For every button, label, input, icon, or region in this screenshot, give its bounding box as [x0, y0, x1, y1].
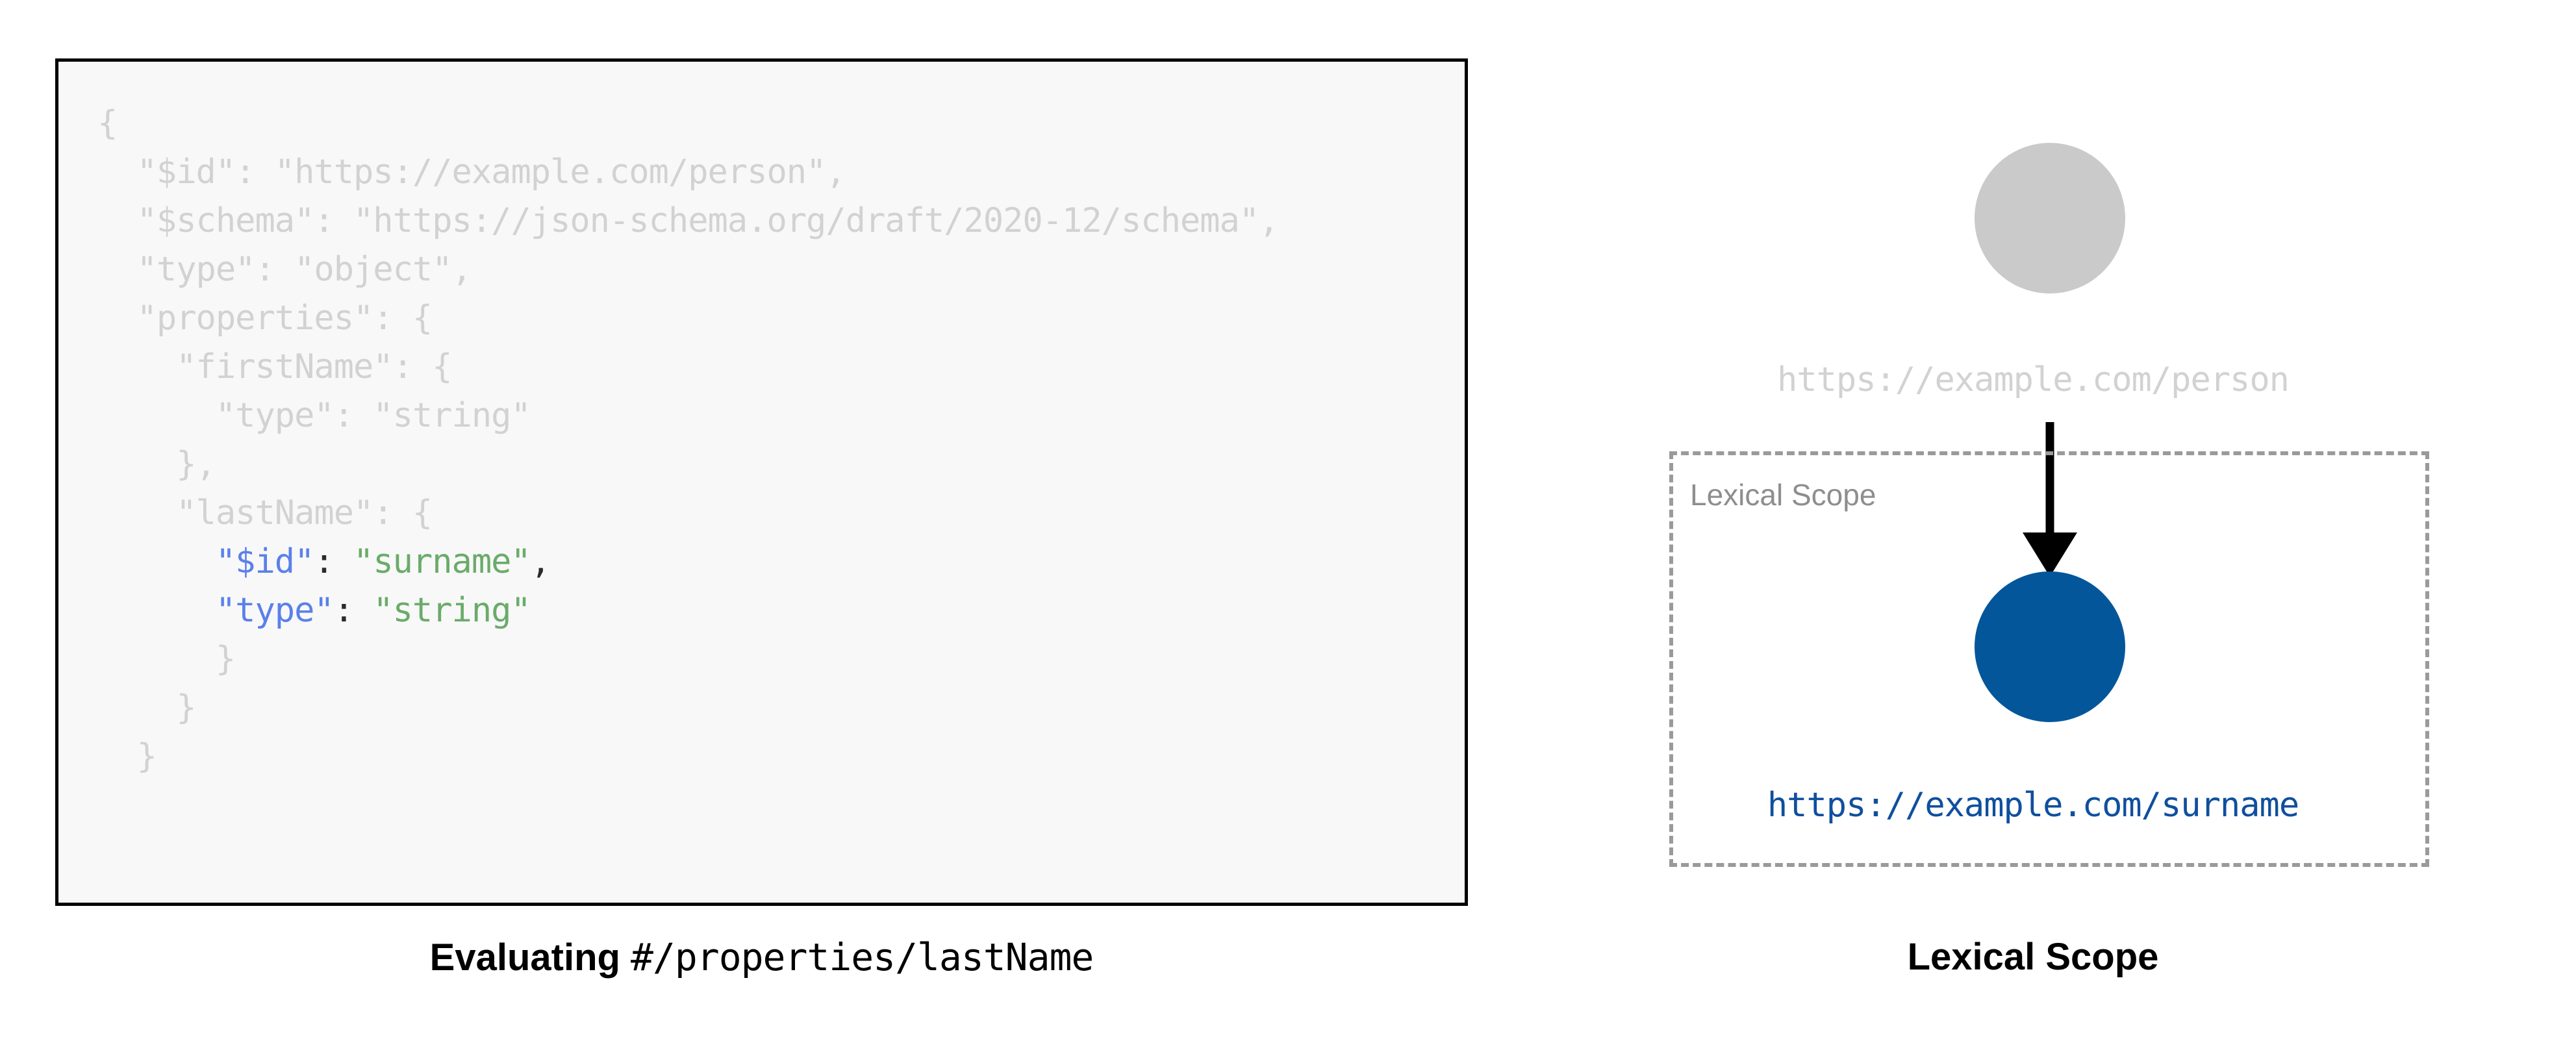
code-line: "type": "string": [97, 586, 1458, 635]
code-token-pun: ,: [530, 542, 551, 581]
code-line: },: [97, 440, 1458, 489]
code-token-pun: :: [333, 591, 373, 630]
caption-lexical-scope-label: Lexical Scope: [1907, 936, 2159, 978]
caption-evaluating-label: Evaluating: [429, 936, 631, 979]
code-line: "type": "string": [97, 392, 1458, 440]
code-token-dim: "firstName": {: [176, 347, 452, 386]
code-line: "type": "object",: [97, 245, 1458, 294]
lexical-scope-box: [1669, 451, 2429, 867]
code-line: }: [97, 732, 1458, 781]
caption-lexical-scope: Lexical Scope: [1559, 935, 2507, 979]
schema-code-panel: { "$id": "https://example.com/person", "…: [55, 58, 1468, 906]
node-surname-circle: [1975, 571, 2125, 722]
caption-evaluating-pointer: #/properties/lastName: [631, 935, 1094, 979]
json-schema-code: { "$id": "https://example.com/person", "…: [97, 99, 1458, 781]
code-token-dim: "$schema": "https://json-schema.org/draf…: [136, 201, 1280, 240]
arrow-down-icon: [2023, 422, 2077, 577]
code-line: }: [97, 635, 1458, 684]
code-line: "firstName": {: [97, 343, 1458, 392]
code-token-dim: },: [176, 445, 216, 484]
code-token-dim: }: [136, 737, 157, 776]
code-token-dim: "$id": "https://example.com/person",: [136, 153, 846, 192]
code-token-pun: :: [314, 542, 354, 581]
code-line: "$id": "surname",: [97, 538, 1458, 586]
code-token-str: "string": [373, 591, 531, 630]
lexical-scope-box-label: Lexical Scope: [1690, 478, 1876, 512]
code-line: "lastName": {: [97, 489, 1458, 538]
code-line: "properties": {: [97, 294, 1458, 343]
node-person-label: https://example.com/person: [1777, 360, 2290, 399]
code-token-key: "type": [215, 591, 335, 630]
code-line: {: [97, 99, 1458, 148]
code-token-dim: "properties": {: [136, 299, 433, 338]
node-person-circle: [1975, 143, 2125, 294]
lexical-scope-diagram: https://example.com/person Lexical Scope…: [1559, 58, 2507, 909]
code-line: "$schema": "https://json-schema.org/draf…: [97, 197, 1458, 245]
code-token-dim: "lastName": {: [176, 494, 433, 532]
code-token-dim: }: [176, 688, 196, 727]
node-surname-label: https://example.com/surname: [1767, 786, 2299, 825]
caption-evaluating: Evaluating #/properties/lastName: [55, 935, 1468, 979]
code-line: }: [97, 684, 1458, 732]
code-token-key: "$id": [215, 542, 315, 581]
code-token-dim: "type": "object",: [136, 250, 472, 289]
code-token-dim: "type": "string": [215, 396, 531, 435]
code-token-str: "surname": [353, 542, 531, 581]
code-token-dim: }: [215, 640, 236, 679]
code-line: "$id": "https://example.com/person",: [97, 148, 1458, 197]
code-token-dim: {: [97, 104, 118, 143]
